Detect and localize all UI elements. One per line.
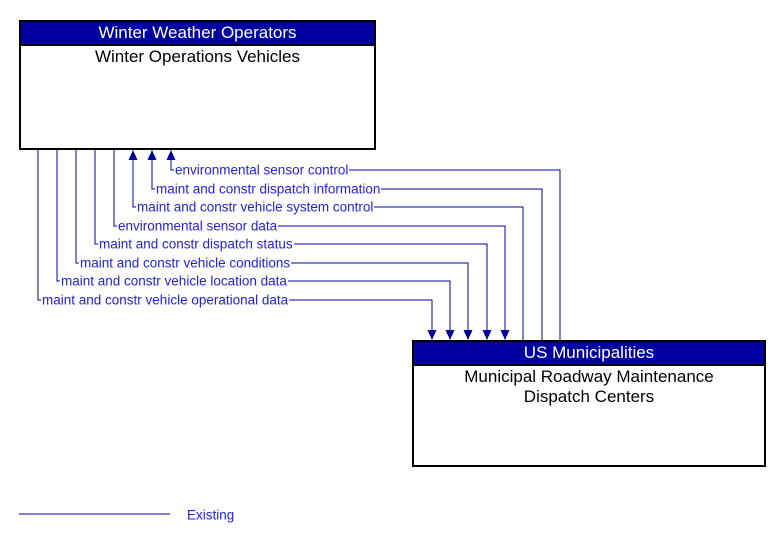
entity-name: Municipal Roadway Maintenance Dispatch C…: [464, 367, 714, 406]
flow-line-environmental-sensor-data: [113, 150, 506, 331]
flow-label-maint-and-constr-vehicle-system-control: maint and constr vehicle system control: [136, 199, 375, 215]
flow-label-maint-and-constr-vehicle-operational-data: maint and constr vehicle operational dat…: [41, 292, 290, 308]
entity-box-winter-operations-vehicles: Winter Weather Operators Winter Operatio…: [19, 20, 376, 150]
flow-label-environmental-sensor-control: environmental sensor control: [174, 162, 350, 178]
flow-arrowhead-down-icon: [463, 330, 473, 340]
entity-stakeholder-header: US Municipalities: [414, 342, 764, 366]
flow-arrowhead-down-icon: [427, 330, 437, 340]
entity-name: Winter Operations Vehicles: [94, 47, 301, 66]
flow-label-maint-and-constr-vehicle-conditions: maint and constr vehicle conditions: [79, 255, 292, 271]
flow-label-environmental-sensor-data: environmental sensor data: [117, 218, 279, 234]
flow-label-maint-and-constr-dispatch-status: maint and constr dispatch status: [98, 236, 294, 252]
flow-arrowhead-down-icon: [482, 330, 492, 340]
flow-arrowhead-down-icon: [500, 330, 510, 340]
flow-label-maint-and-constr-dispatch-information: maint and constr dispatch information: [155, 181, 382, 197]
flow-label-maint-and-constr-vehicle-location-data: maint and constr vehicle location data: [60, 273, 288, 289]
entity-stakeholder-header: Winter Weather Operators: [21, 22, 374, 46]
flow-arrowhead-up-icon: [166, 150, 176, 160]
flow-line-environmental-sensor-control: [170, 159, 561, 340]
flow-arrowhead-up-icon: [128, 150, 138, 160]
legend-label-existing: Existing: [187, 507, 235, 523]
entity-box-municipal-roadway-maintenance-dispatch-centers: US Municipalities Municipal Roadway Main…: [412, 340, 766, 467]
flow-arrowhead-up-icon: [147, 150, 157, 160]
flow-arrowhead-down-icon: [445, 330, 455, 340]
